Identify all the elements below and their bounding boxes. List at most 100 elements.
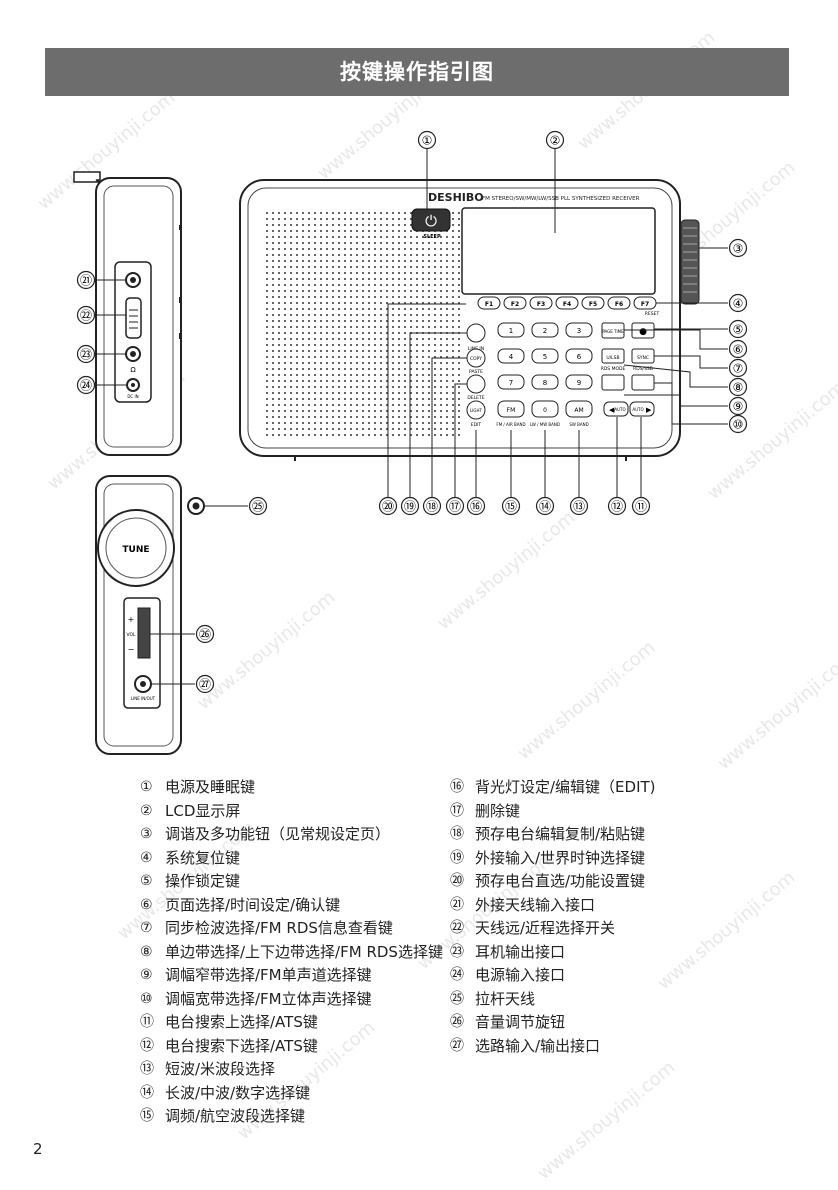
preset-button-f4[interactable] [555,296,579,310]
callout-number: ⑬ [573,500,585,514]
wide-bw-button [631,374,655,391]
digit-button-1[interactable] [497,322,525,338]
svg-text:RESET: RESET [645,311,660,317]
delete-button [466,374,486,394]
digit-button-7[interactable] [497,374,525,390]
callout-number: ⑦ [733,362,744,376]
legend-number: ⑪ [140,1014,154,1030]
callout-number: ⑩ [733,418,744,432]
legend-number: ⑬ [140,1061,154,1077]
line-in-button [466,323,486,343]
legend-number: ㉖ [450,1014,464,1030]
callout-marker [422,496,442,516]
legend-item: ⑬ 短波/米波段选择 [140,1058,455,1082]
digit-button-9[interactable] [565,374,593,390]
preset-button-f1[interactable] [477,296,501,310]
callout-marker [728,396,748,416]
preset-label: F4 [563,301,571,308]
digit-button-2[interactable] [531,322,559,338]
svg-text:RDS MODE: RDS MODE [601,366,626,372]
callout-marker [466,496,486,516]
preset-button-f5[interactable] [581,296,605,310]
digit-label: 2 [543,327,547,335]
svg-text:RDS/SSB: RDS/SSB [633,366,653,372]
legend-number: ⑯ [450,779,464,795]
svg-text:AUTO: AUTO [632,407,643,412]
callout-marker [378,496,398,516]
callout-number: ㉑ [80,274,92,288]
legend-text: 单边带选择/上下边带选择/FM RDS选择键 [165,942,443,961]
digit-label: 1 [509,327,513,335]
radio-diagram: DESHIBO FM STEREO/SW/MW/LW/SSB PLL SYNTH… [73,130,748,755]
preset-button-f2[interactable] [503,296,527,310]
callout-marker [728,238,748,258]
digit-label: 5 [543,353,547,361]
legend-number: ⑲ [450,849,464,866]
digit-label: 6 [577,353,582,361]
callout-marker [417,130,437,150]
fm-band-button [497,400,525,418]
callout-number: ① [422,134,433,148]
svg-text:+: + [128,615,135,624]
callout-marker [501,496,521,516]
svg-text:●: ● [639,327,647,337]
digit-button-8[interactable] [531,374,559,390]
callout-marker [728,293,748,313]
digit-label: 8 [543,379,547,387]
legend-text: 电源及睡眠键 [165,778,256,796]
page-title: 按键操作指引图 [45,48,789,96]
brand-logo: DESHIBO [428,191,484,204]
legend-text: 调谐及多功能钮（见常规设定页） [165,825,391,843]
callout-number: ⑲ [404,500,416,514]
lcd-display [461,207,656,295]
digit-button-3[interactable] [565,322,593,338]
legend-text: 背光灯设定/编辑键（EDIT) [475,778,656,796]
preset-label: F1 [485,301,493,308]
legend-text: 拉杆天线 [475,989,536,1008]
legend-text: 短波/米波段选择 [165,1060,276,1078]
legend-number: ㉔ [450,967,464,983]
svg-text:DC IN: DC IN [127,394,138,399]
narrow-bw-button [601,374,625,391]
legend-text: LCD显示屏 [165,801,241,820]
digit-button-5[interactable] [531,348,559,364]
legend-text: 预存电台直选/功能设置键 [475,872,646,890]
legend-text: 外接天线输入接口 [475,895,596,914]
legend-number: ① [140,779,153,795]
svg-text:EDIT: EDIT [471,422,482,428]
callout-marker [76,270,96,290]
zero-band-button [531,400,559,418]
svg-text:FM / AIR BAND: FM / AIR BAND [496,422,525,427]
digit-button-4[interactable] [497,348,525,364]
digit-button-6[interactable] [565,348,593,364]
legend-number: ⑦ [140,920,153,936]
legend-number: ⑰ [450,802,464,819]
legend-number: ③ [140,826,153,842]
legend-text: 调幅窄带选择/FM单声道选择键 [165,966,372,984]
callout-number: ⑧ [733,381,744,395]
callout-number: ⑫ [611,500,623,514]
svg-text:⏻: ⏻ [425,212,437,230]
callout-marker [728,319,748,339]
callout-number: ㉓ [80,348,92,362]
legend-text: 调频/航空波段选择键 [165,1107,306,1125]
preset-button-f6[interactable] [607,296,631,310]
preset-label: F5 [589,301,597,308]
legend-number: ⑥ [140,896,153,913]
legend-number: ② [140,802,153,819]
preset-button-f3[interactable] [529,296,553,310]
